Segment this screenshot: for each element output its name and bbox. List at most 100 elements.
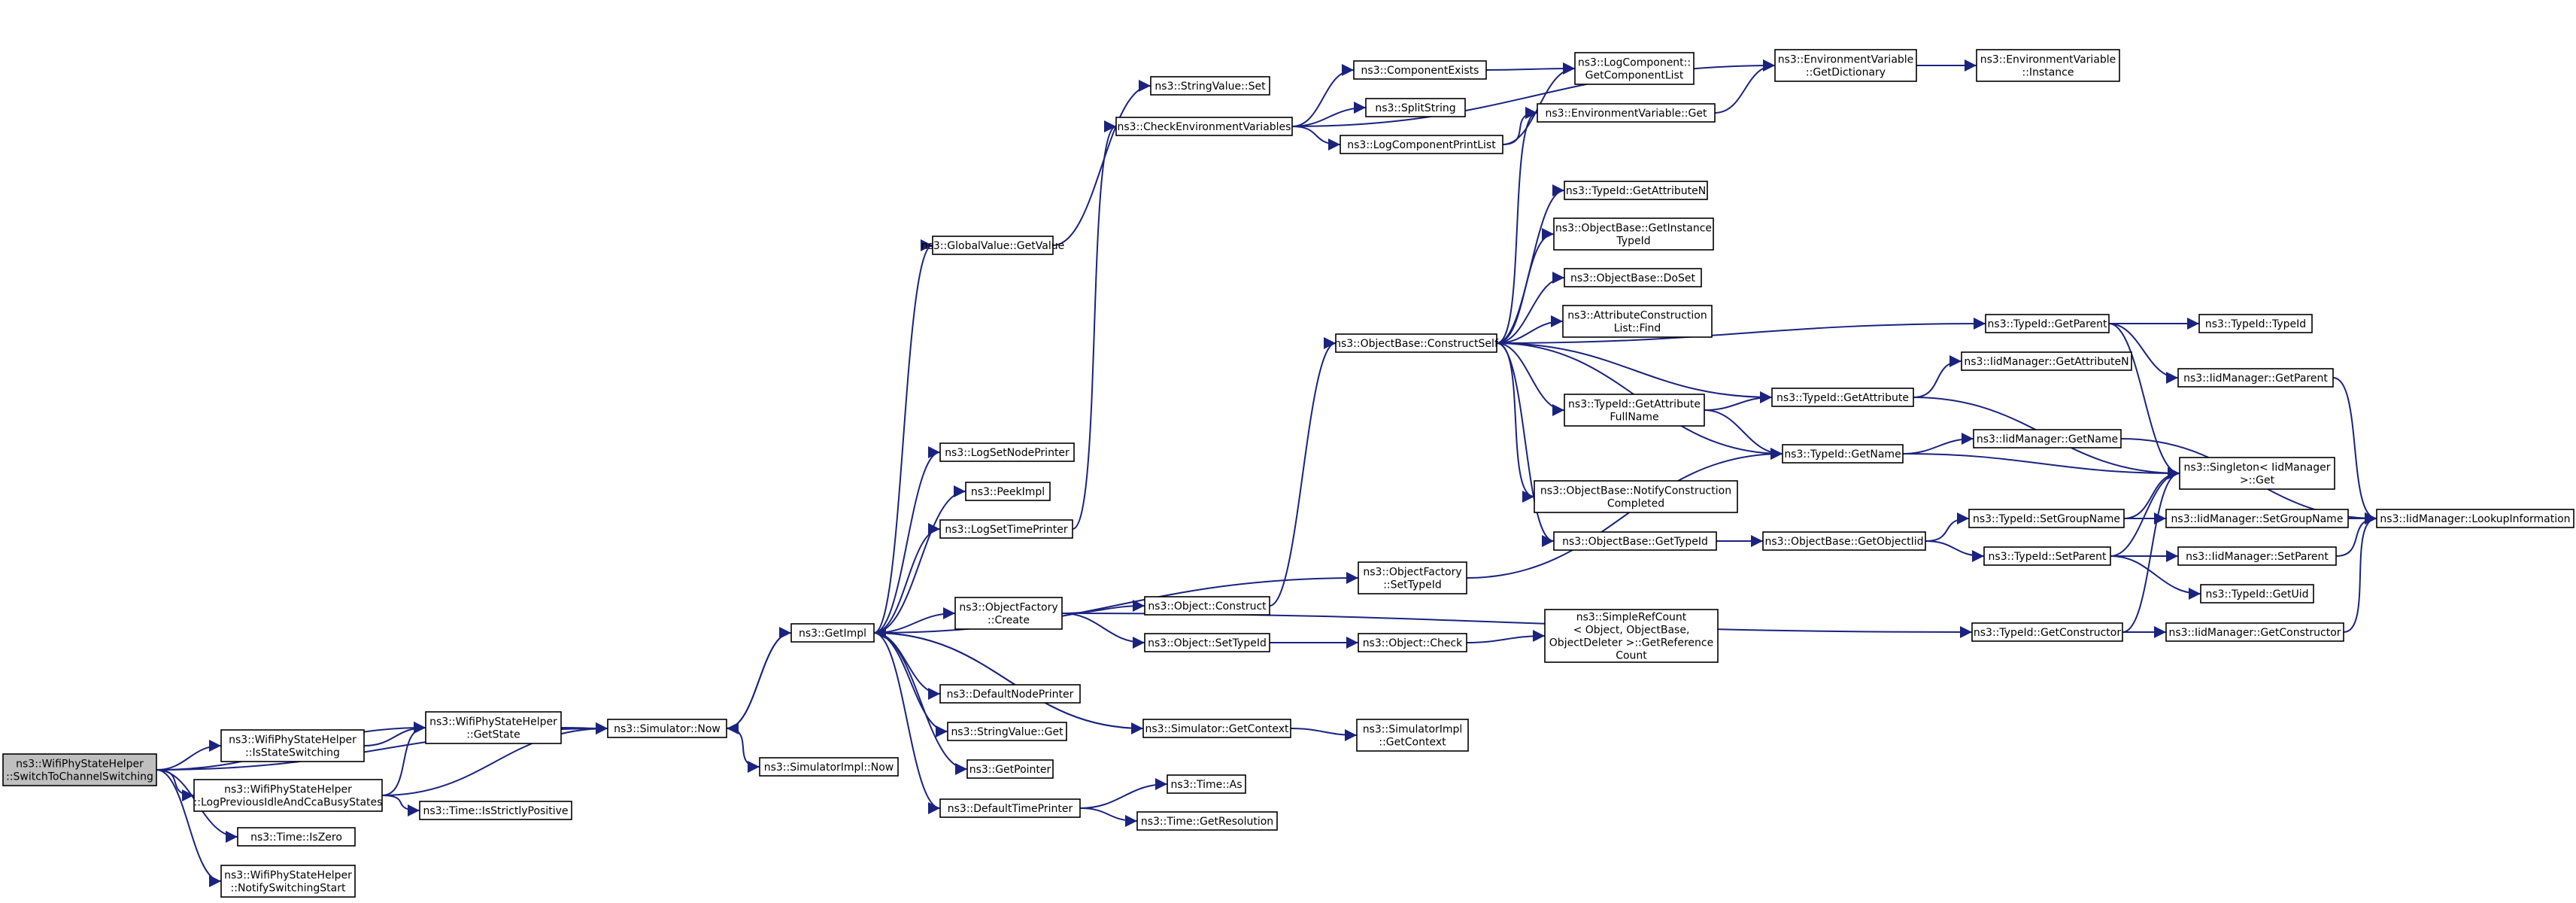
graph-node-typeIdGetAttribute[interactable]: ns3::TypeId::GetAttribute [1771,388,1914,407]
graph-node-typeIdGetParent[interactable]: ns3::TypeId::GetParent [1985,314,2110,333]
graph-node-typeIdGetName[interactable]: ns3::TypeId::GetName [1782,444,1904,464]
node-label: ns3::WifiPhyStateHelper [16,759,144,771]
call-edge [726,632,792,734]
graph-node-simpleRefCount[interactable]: ns3::SimpleRefCount< Object, ObjectBase,… [1544,609,1719,663]
graph-node-typeIdGetUid[interactable]: ns3::TypeId::GetUid [2200,584,2314,604]
graph-node-typeIdGetAttributeN[interactable]: ns3::TypeId::GetAttributeN [1564,181,1708,200]
node-label: ::GetDictionary [1806,67,1886,79]
graph-node-componentExists[interactable]: ns3::ComponentExists [1353,60,1487,80]
call-edge [1925,540,1985,562]
graph-node-timeIsZero[interactable]: ns3::Time::IsZero [237,827,356,847]
graph-node-iidManagerSetParent[interactable]: ns3::IidManager::SetParent [2177,546,2337,566]
graph-node-envVarGetDictionary[interactable]: ns3::EnvironmentVariable::GetDictionary [1774,49,1917,82]
graph-node-objectBaseGetTypeId[interactable]: ns3::ObjectBase::GetTypeId [1553,531,1717,551]
graph-node-simNow[interactable]: ns3::Simulator::Now [607,719,727,738]
graph-node-typeIdTypeId[interactable]: ns3::TypeId::TypeId [2198,314,2313,333]
node-box [932,236,1054,255]
graph-node-objectCheck[interactable]: ns3::Object::Check [1358,633,1467,652]
node-label: ns3::IidManager::GetName [1977,433,2118,445]
node-label: ns3::LogSetNodePrinter [945,447,1070,459]
node-label: ::GetContext [1379,737,1446,749]
graph-node-logComponentPrintList[interactable]: ns3::LogComponentPrintList [1340,135,1503,154]
graph-node-timeAs[interactable]: ns3::Time::As [1167,774,1246,794]
node-box [1365,98,1466,117]
graph-node-envVarGet[interactable]: ns3::EnvironmentVariable::Get [1537,103,1716,123]
graph-node-typeIdSetGroupName[interactable]: ns3::TypeId::SetGroupName [1968,509,2125,528]
call-edge [1061,600,1145,614]
graph-node-simImplNow[interactable]: ns3::SimulatorImpl::Now [759,757,899,777]
graph-node-simGetContext[interactable]: ns3::Simulator::GetContext [1142,719,1291,738]
graph-node-singletonGet[interactable]: ns3::Singleton< IidManager >::Get [2179,457,2335,490]
graph-node-simImplGetContext[interactable]: ns3::SimulatorImpl::GetContext [1356,719,1469,752]
graph-node-globalValueGetValue[interactable]: ns3::GlobalValue::GetValue [921,236,1064,255]
node-box [237,827,356,847]
graph-node-logSetNodePrinter[interactable]: ns3::LogSetNodePrinter [939,442,1075,462]
graph-node-splitString[interactable]: ns3::SplitString [1365,98,1466,117]
graph-node-logPrevIdle[interactable]: ns3::WifiPhyStateHelper::LogPreviousIdle… [193,779,383,812]
graph-node-getImpl[interactable]: ns3::GetImpl [790,623,875,643]
node-box [947,722,1067,741]
graph-node-objectFactorySetTypeId[interactable]: ns3::ObjectFactory::SetTypeId [1358,561,1467,594]
graph-node-iidManagerSetGroupName[interactable]: ns3::IidManager::SetGroupName [2165,509,2349,528]
call-edge [1079,807,1138,827]
graph-node-iidManagerGetParent[interactable]: ns3::IidManager::GetParent [2177,368,2334,388]
nodes-layer: ns3::WifiPhyStateHelper::SwitchToChannel… [2,49,2574,898]
node-box [2165,622,2344,642]
call-edge [2122,467,2180,633]
graph-node-objectFactoryCreate[interactable]: ns3::ObjectFactory::Create [954,597,1063,630]
node-box [1782,444,1904,464]
graph-node-peekImpl[interactable]: ns3::PeekImpl [965,482,1051,501]
graph-node-objectBaseGetObjectIid[interactable]: ns3::ObjectBase::GetObjectIid [1762,531,1926,551]
node-label: ns3::TypeId::GetAttributeN [1566,185,1706,197]
node-box [939,798,1081,818]
node-box [1358,561,1467,594]
graph-node-timeGetResolution[interactable]: ns3::Time::GetResolution [1136,811,1278,831]
graph-node-iidManagerGetName[interactable]: ns3::IidManager::GetName [1973,429,2122,448]
graph-node-iidManagerGetAttributeN[interactable]: ns3::IidManager::GetAttributeN [1961,351,2132,371]
graph-node-iidManagerLookupInformation[interactable]: ns3::IidManager::LookupInformation [2376,509,2574,528]
graph-node-defaultNodePrinter[interactable]: ns3::DefaultNodePrinter [939,684,1081,704]
graph-node-typeIdGetConstructor[interactable]: ns3::TypeId::GetConstructor [1971,622,2123,642]
graph-node-stringValueSet[interactable]: ns3::StringValue::Set [1150,76,1270,96]
node-label: ns3::EnvironmentVariable [1778,54,1914,66]
graph-node-envVarInstance[interactable]: ns3::EnvironmentVariable::Instance [1976,49,2120,82]
call-edge [1061,613,1973,638]
graph-node-isStateSwitching[interactable]: ns3::WifiPhyStateHelper::IsStateSwitchin… [220,729,365,762]
graph-node-timeIsStrictlyPositive[interactable]: ns3::Time::IsStrictlyPositive [419,801,572,820]
node-label: ns3::Object::SetTypeId [1148,637,1267,649]
node-label: ::NotifySwitchingStart [231,883,346,895]
node-label: ns3::LogComponentPrintList [1347,139,1496,151]
node-box [1142,719,1291,738]
graph-node-root[interactable]: ns3::WifiPhyStateHelper::SwitchToChannel… [2,753,157,786]
graph-node-typeIdSetParent[interactable]: ns3::TypeId::SetParent [1983,546,2111,566]
graph-node-objectBaseDoSet[interactable]: ns3::ObjectBase::DoSet [1564,268,1702,287]
graph-node-getPointer[interactable]: ns3::GetPointer [966,759,1054,779]
node-label: ns3::TypeId::SetParent [1989,551,2107,563]
node-box [2,753,157,786]
graph-node-objectSetTypeId[interactable]: ns3::Object::SetTypeId [1144,633,1270,652]
call-edge [873,632,968,775]
node-label: ns3::GetImpl [799,628,866,640]
node-box [1553,531,1717,551]
node-label: ns3::SplitString [1375,102,1455,114]
graph-node-checkEnvVars[interactable]: ns3::CheckEnvironmentVariables [1115,117,1293,136]
graph-node-objectConstruct[interactable]: ns3::Object::Construct [1144,596,1270,616]
node-box [1358,633,1467,652]
node-label: ns3::Singleton< IidManager [2184,462,2331,474]
graph-node-objectBaseConstructSelf[interactable]: ns3::ObjectBase::ConstructSelf [1334,333,1499,353]
node-label: ns3::Time::GetResolution [1141,816,1273,828]
graph-node-objectBaseNotifyConstructionCompleted[interactable]: ns3::ObjectBase::NotifyConstructionCompl… [1534,480,1738,513]
node-label: ns3::TypeId::GetParent [1988,318,2107,330]
graph-node-defaultTimePrinter[interactable]: ns3::DefaultTimePrinter [939,798,1081,818]
graph-node-notifySwitchingStart[interactable]: ns3::WifiPhyStateHelper::NotifySwitching… [220,865,356,898]
graph-node-iidManagerGetConstructor[interactable]: ns3::IidManager::GetConstructor [2165,622,2344,642]
graph-node-logSetTimePrinter[interactable]: ns3::LogSetTimePrinter [939,519,1073,539]
node-box [1144,633,1270,652]
graph-node-getState[interactable]: ns3::WifiPhyStateHelper::GetState [425,711,562,744]
graph-node-logComponentGetList[interactable]: ns3::LogComponent::GetComponentList [1574,52,1695,85]
node-label: ns3::PeekImpl [971,486,1045,498]
graph-node-stringValueGet[interactable]: ns3::StringValue::Get [947,722,1067,741]
